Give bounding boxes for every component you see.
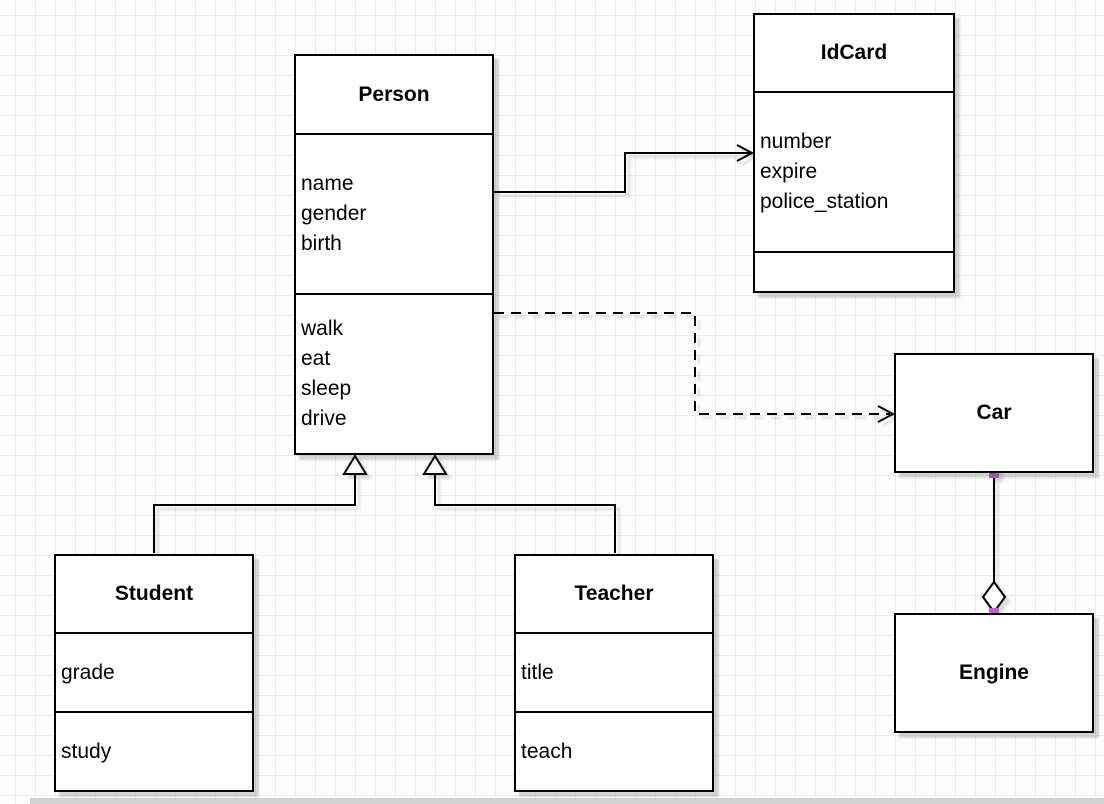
attribute-item: number <box>760 130 832 153</box>
class-car[interactable]: Car <box>894 353 1094 473</box>
method-item: walk <box>301 317 344 340</box>
class-person-attributes: name gender birth <box>296 133 492 293</box>
class-student[interactable]: Student grade study <box>54 554 254 792</box>
generalization-student-person[interactable] <box>153 454 368 553</box>
class-idcard-attributes: number expire police_station <box>755 91 953 251</box>
attribute-item: gender <box>301 202 367 225</box>
attribute-item: name <box>301 172 354 195</box>
method-item: drive <box>301 407 347 430</box>
class-teacher-attributes: title <box>516 632 712 711</box>
class-teacher-title: Teacher <box>574 582 654 605</box>
hollow-triangle-icon <box>342 454 368 475</box>
attribute-item: grade <box>61 660 115 684</box>
class-engine-title: Engine <box>958 661 1029 684</box>
hollow-triangle-icon <box>422 454 448 475</box>
method-item: eat <box>301 347 331 370</box>
class-person-title: Person <box>358 82 430 106</box>
open-arrowhead-icon <box>736 144 755 162</box>
attribute-item: expire <box>760 160 818 183</box>
class-engine[interactable]: Engine <box>894 613 1094 733</box>
class-idcard-methods <box>755 251 953 291</box>
class-idcard[interactable]: IdCard number expire police_station <box>753 13 955 293</box>
class-student-methods: study <box>56 711 252 790</box>
generalization-teacher-person[interactable] <box>422 454 616 553</box>
method-item: study <box>61 739 112 763</box>
dependency-person-car[interactable] <box>494 312 896 423</box>
class-idcard-title: IdCard <box>820 41 888 64</box>
method-item: sleep <box>301 377 352 400</box>
class-teacher[interactable]: Teacher title teach <box>514 554 714 792</box>
attribute-item: title <box>521 660 554 684</box>
open-arrowhead-icon <box>877 405 896 423</box>
canvas-bottom-edge <box>30 798 1104 804</box>
attribute-item: police_station <box>760 190 889 213</box>
class-person-methods: walk eat sleep drive <box>296 293 492 453</box>
association-person-idcard[interactable] <box>494 144 755 193</box>
class-student-attributes: grade <box>56 632 252 711</box>
class-teacher-methods: teach <box>516 711 712 790</box>
class-person[interactable]: Person name gender birth walk eat sleep … <box>294 54 494 455</box>
class-car-title: Car <box>976 401 1012 424</box>
aggregation-car-engine[interactable] <box>981 468 1007 618</box>
class-student-title: Student <box>114 582 194 605</box>
attribute-item: birth <box>301 232 342 255</box>
method-item: teach <box>521 739 573 763</box>
